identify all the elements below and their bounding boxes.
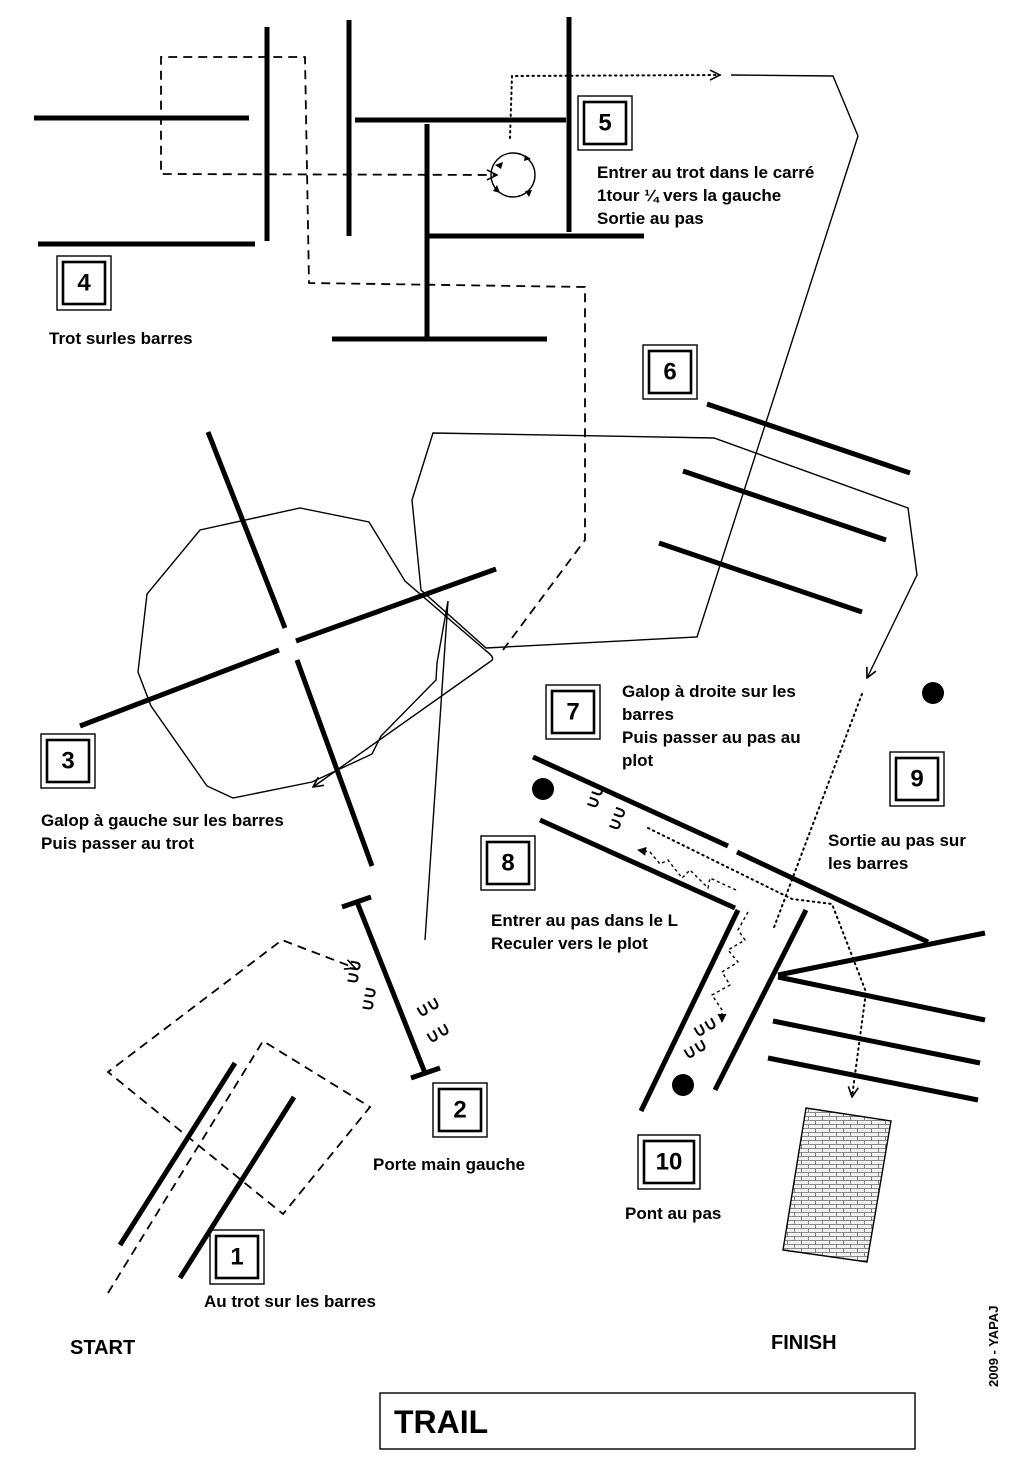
svg-text:5: 5: [598, 110, 611, 137]
obstacle-label-7c: Puis passer au pas au: [622, 728, 801, 747]
obstacle-5-square: [332, 17, 644, 342]
obstacle-label-9a: Sortie au pas sur: [828, 831, 966, 850]
walk-path-7: [647, 827, 868, 1097]
credit-text: 2009 - YAPAJ: [986, 1306, 1001, 1387]
obstacle-number-8: 8: [480, 835, 536, 891]
obstacle-number-6: 6: [642, 344, 698, 400]
obstacle-label-3b: Puis passer au trot: [41, 834, 194, 853]
obstacle-2-gate: [341, 894, 441, 1081]
svg-text:6: 6: [663, 359, 676, 386]
obstacle-label-8b: Reculer vers le plot: [491, 934, 648, 953]
obstacle-4-poles: [34, 20, 352, 247]
gallop-path-3: [137, 507, 494, 941]
obstacle-label-10: Pont au pas: [625, 1204, 721, 1223]
obstacle-number-2: 2: [432, 1082, 488, 1138]
walk-path-9: [772, 693, 863, 931]
walk-path-5-exit: [509, 75, 720, 139]
obstacle-number-4: 4: [56, 255, 112, 311]
page-title: TRAIL: [394, 1404, 488, 1440]
obstacle-label-8a: Entrer au pas dans le L: [491, 911, 678, 930]
obstacle-1-poles: [117, 1061, 297, 1280]
trot-path-4: [160, 56, 586, 651]
start-label: START: [70, 1337, 135, 1359]
hoof-print-2a: ∪∪: [342, 958, 365, 986]
obstacle-label-7b: barres: [622, 705, 674, 724]
obstacle-7-corridor: [531, 754, 930, 945]
obstacle-10-bridge: [782, 1107, 892, 1263]
obstacle-number-7: 7: [545, 684, 601, 740]
svg-text:3: 3: [61, 748, 74, 775]
obstacle-number-10: 10: [637, 1134, 701, 1190]
plot-7: [532, 778, 554, 800]
circle-5: [490, 152, 536, 198]
hoof-print-8a: ∪∪: [690, 1013, 721, 1042]
svg-text:4: 4: [77, 270, 91, 297]
svg-text:1: 1: [230, 1244, 243, 1271]
obstacle-6-poles: [658, 401, 911, 615]
title-box: TRAIL: [379, 1392, 916, 1450]
obstacle-label-5a: Entrer au trot dans le carré: [597, 163, 814, 182]
trot-path-1: [106, 938, 372, 1294]
obstacle-label-1: Au trot sur les barres: [204, 1292, 376, 1311]
obstacle-9-poles: [767, 930, 986, 1103]
gallop-path-6-7: [411, 74, 918, 678]
finish-label: FINISH: [771, 1332, 837, 1354]
hoof-print-2c: ∪∪: [413, 993, 444, 1022]
svg-text:7: 7: [566, 699, 579, 726]
svg-text:10: 10: [656, 1149, 683, 1176]
obstacle-label-9b: les barres: [828, 854, 908, 873]
obstacle-number-3: 3: [40, 733, 96, 789]
plot-8: [672, 1074, 694, 1096]
obstacle-number-5: 5: [577, 95, 633, 151]
obstacle-label-7a: Galop à droite sur les: [622, 682, 796, 701]
svg-text:9: 9: [910, 766, 923, 793]
obstacle-label-3a: Galop à gauche sur les barres: [41, 811, 284, 830]
obstacle-label-2: Porte main gauche: [373, 1155, 525, 1174]
obstacle-number-1: 1: [209, 1229, 265, 1285]
walk-path-8: [710, 911, 749, 1023]
plots: [532, 682, 944, 1096]
svg-text:2: 2: [453, 1097, 466, 1124]
obstacle-label-5b: 1tour ¼ vers la gauche: [597, 186, 781, 205]
obstacle-8-l-poles: [638, 908, 809, 1113]
obstacle-label-7d: plot: [622, 751, 653, 770]
obstacle-label-5c: Sortie au pas: [597, 209, 704, 228]
svg-text:8: 8: [501, 850, 514, 877]
obstacle-number-9: 9: [889, 751, 945, 807]
obstacle-label-4: Trot surles barres: [49, 329, 193, 348]
hoof-print-2d: ∪∪: [423, 1019, 454, 1048]
obstacle-3-cross-poles: [79, 431, 497, 867]
hoof-print-2b: ∪∪: [357, 985, 380, 1013]
hoof-print-7a: ∪∪: [582, 781, 608, 811]
hoof-print-7b: ∪∪: [604, 803, 630, 833]
plot-9: [922, 682, 944, 704]
hoof-print-8b: ∪∪: [680, 1035, 711, 1064]
back-up-path-8: [637, 846, 737, 891]
